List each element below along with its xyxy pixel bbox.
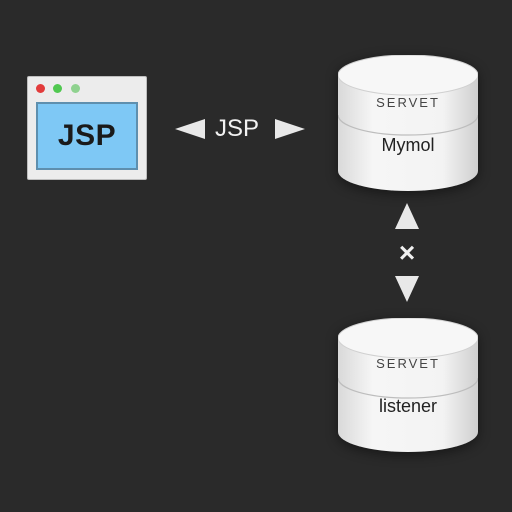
server-header: SERVET: [376, 95, 440, 110]
database-icon: [338, 318, 478, 452]
maximize-dot-icon: [70, 84, 80, 93]
left-arrow-icon: [175, 119, 205, 139]
database-icon: [338, 55, 478, 191]
up-arrow-icon: [395, 203, 419, 229]
server-cylinder-top: SERVET Mymol: [338, 55, 478, 191]
window-controls: [36, 84, 84, 94]
close-dot-icon: [36, 84, 45, 93]
server-cylinder-bottom: SERVET listener: [338, 318, 478, 452]
server-header: SERVET: [376, 356, 440, 371]
right-arrow-icon: [275, 119, 305, 139]
disconnect-x-icon: ×: [398, 237, 416, 268]
minimize-dot-icon: [53, 84, 63, 93]
browser-screen: JSP: [36, 102, 138, 170]
server-name: listener: [378, 396, 438, 416]
down-arrow-icon: [395, 276, 419, 302]
browser-label: JSP: [57, 119, 117, 152]
server-name: Mymol: [381, 135, 435, 155]
browser-window: JSP: [27, 76, 147, 180]
connector-label: JSP: [215, 115, 260, 142]
